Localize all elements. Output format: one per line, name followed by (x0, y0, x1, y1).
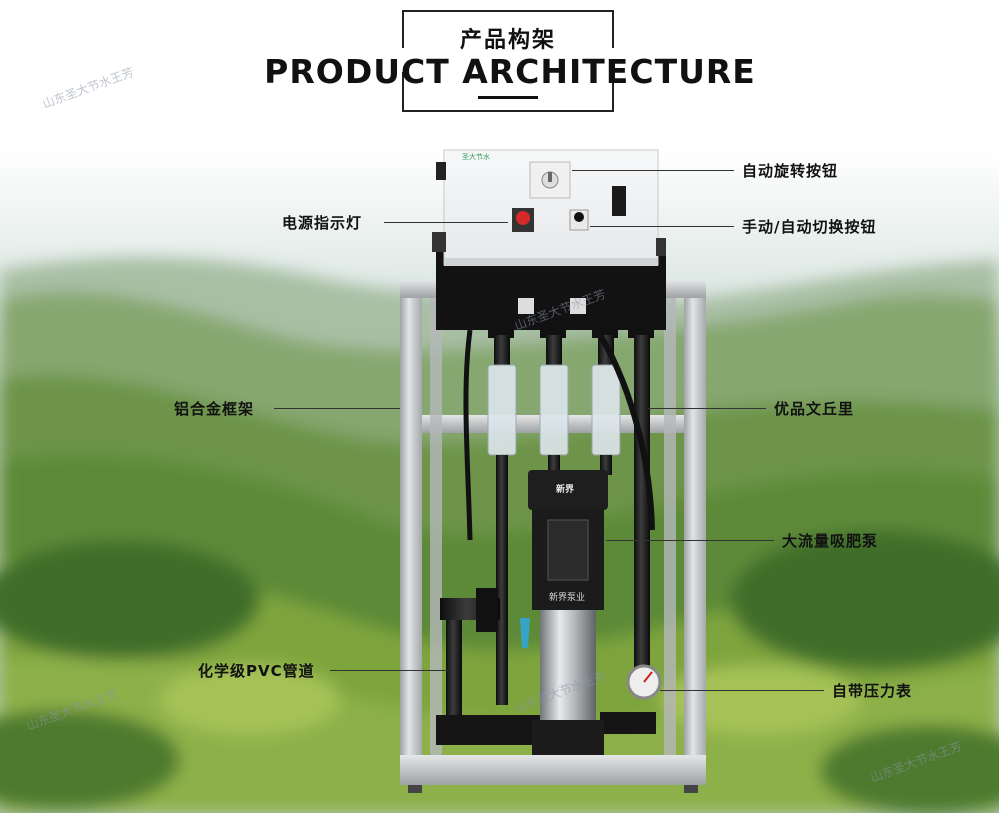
callout-line-gauge (660, 690, 824, 691)
label-aluminum-frame: 铝合金框架 (174, 400, 255, 418)
title-underline (478, 96, 538, 99)
callout-line-frame (274, 408, 400, 409)
label-auto-rotary-button: 自动旋转按钮 (742, 162, 839, 180)
control-box (432, 149, 666, 330)
callout-line-pvc (330, 670, 448, 671)
label-venturi: 优品文丘里 (774, 400, 855, 418)
title-frame-top (402, 10, 614, 48)
pump-brand-text: 新界 (556, 485, 575, 495)
callout-line-pump (606, 540, 774, 541)
label-pressure-gauge: 自带压力表 (832, 682, 913, 700)
callout-line-switch (590, 226, 734, 227)
callout-line-venturi (648, 408, 766, 409)
callout-line-power (384, 222, 508, 223)
pump-manufacturer-text: 新界泵业 (549, 593, 586, 603)
title-english: PRODUCT ARCHITECTURE (264, 52, 756, 91)
label-manual-auto-switch: 手动/自动切换按钮 (742, 218, 877, 236)
label-pvc-pipe: 化学级PVC管道 (198, 662, 315, 680)
pump (520, 470, 608, 755)
callout-line-rotary (572, 170, 734, 171)
label-high-flow-pump: 大流量吸肥泵 (782, 532, 879, 550)
box-brand-text: 圣大节水 (462, 153, 490, 161)
pipes (436, 318, 662, 745)
title-chinese: 产品构架 (459, 28, 556, 53)
label-power-indicator: 电源指示灯 (282, 214, 363, 232)
title-frame-bottom (402, 72, 614, 112)
